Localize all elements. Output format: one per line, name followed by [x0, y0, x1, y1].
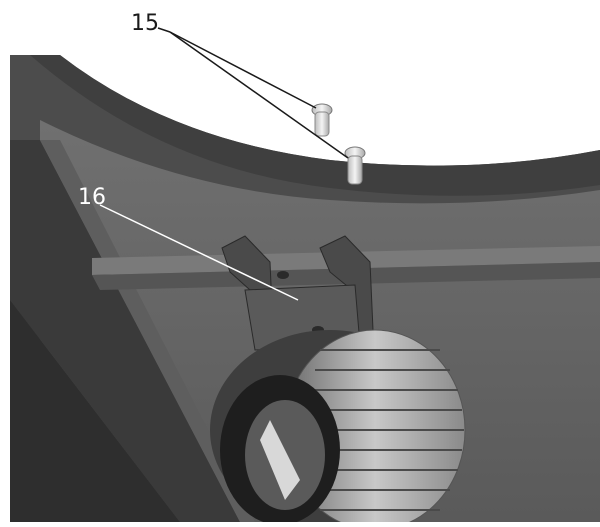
callout-label-15: 15	[131, 11, 159, 36]
left-rail	[10, 140, 240, 522]
left-rail-highlight	[40, 140, 255, 522]
left-rail-inner	[10, 300, 180, 522]
opening-rim	[30, 55, 600, 196]
screw-1	[311, 103, 333, 137]
screw-2	[344, 146, 366, 185]
callout-15-leaders	[157, 27, 349, 159]
callout-16-leader	[99, 204, 299, 301]
wheel	[210, 329, 466, 527]
callout-label-16: 16	[78, 185, 106, 210]
